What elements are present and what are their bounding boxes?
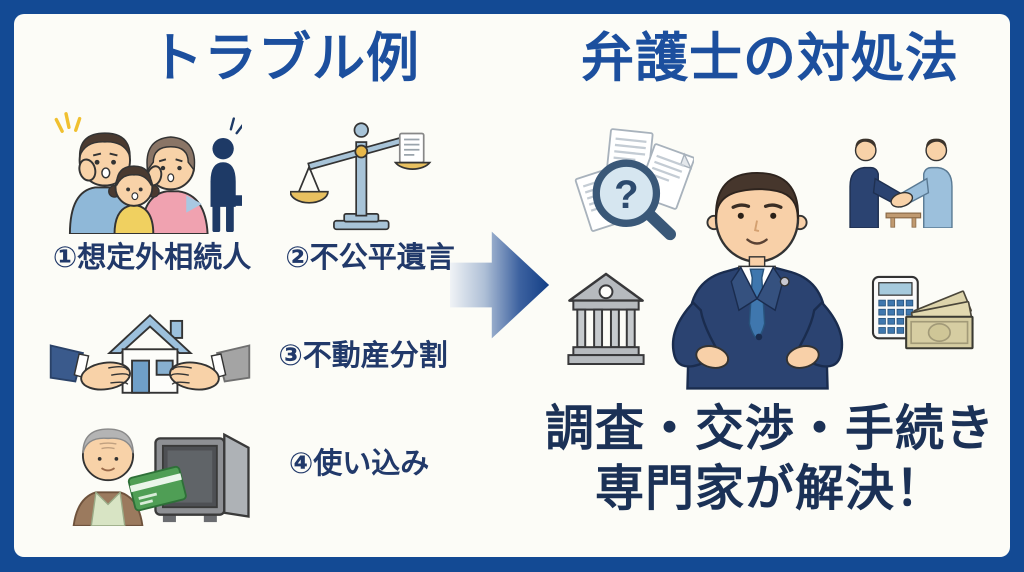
svg-text:?: ?	[614, 173, 638, 217]
trouble-item-4-label: ④使い込み	[288, 448, 430, 480]
solution-footer-line2: 専門家が解決！	[594, 461, 945, 516]
solution-footer-line1: 調査・交渉・手続き	[544, 402, 995, 456]
lawyer-title: 弁護士の対処法	[581, 29, 959, 88]
flow-arrow-right-icon	[450, 231, 550, 339]
surprised-family-illustration	[54, 112, 242, 234]
stranger-silhouette-icon	[210, 138, 242, 233]
trouble-item-1-label: ①想定外相続人	[52, 242, 252, 274]
business-handshake-icon	[849, 138, 953, 228]
trouble-item-3-label: ③不動産分割	[278, 340, 448, 372]
documents-magnifier-icon: ?	[574, 128, 694, 241]
elderly-man-safe-illustration	[72, 428, 250, 526]
lawyer-akimbo-illustration	[671, 171, 844, 390]
solution-footer: 調査・交渉・手続き 専門家が解決！	[520, 400, 1020, 520]
balance-scale-illustration	[290, 122, 432, 231]
hands-pulling-house-illustration	[49, 313, 251, 394]
calculator-money-icon	[871, 275, 974, 350]
trouble-item-2-label: ②不公平遺言	[285, 242, 455, 274]
trouble-title: トラブル例	[150, 29, 420, 88]
bank-building-icon	[567, 272, 645, 365]
